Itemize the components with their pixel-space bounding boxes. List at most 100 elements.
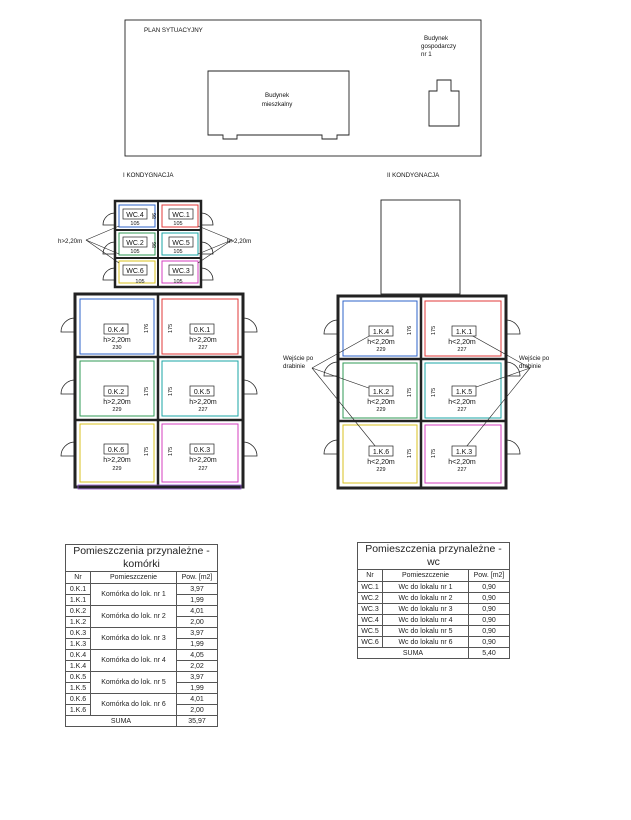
svg-text:h>2,20m: h>2,20m [103,457,131,464]
svg-text:1.K.5: 1.K.5 [456,389,472,396]
table-cell: 4,01 [176,693,218,705]
table-cell: 1.K.5 [65,682,91,694]
svg-text:105: 105 [135,279,144,285]
table-cell: 0,90 [468,614,510,626]
table-cell: WC.2 [357,592,383,604]
svg-text:0.K.5: 0.K.5 [194,389,210,396]
table-cell: WC.5 [357,625,383,637]
table-cell: 0.K.1 [65,583,91,595]
svg-text:175: 175 [168,324,174,333]
sum-label: SUMA [65,715,177,727]
table-cell: Wc do lokalu nr 2 [382,592,469,604]
svg-text:105: 105 [173,279,182,285]
table-cell: 0,90 [468,592,510,604]
entry-right-2: drabinie [519,363,542,370]
floor2-storage-block [311,294,531,490]
svg-text:227: 227 [457,407,466,413]
table-cell: Komórka do lok. nr 6 [90,693,177,716]
main-building-outline [207,70,350,140]
sum-label: SUMA [357,647,469,659]
table-cell: 4,01 [176,605,218,617]
svg-text:227: 227 [457,347,466,353]
table-cell: 0.K.3 [65,627,91,639]
svg-text:176: 176 [144,324,150,333]
svg-text:105: 105 [173,249,182,255]
table-cell: 3,97 [176,583,218,595]
header-area: Pow. [m2] [176,571,218,584]
table-cell: Wc do lokalu nr 1 [382,581,469,593]
table-cell: 0,90 [468,636,510,648]
floor1-title: I KONDYGNACJA [123,172,174,179]
room-label-1k1: 1.K.1 h<2,20m 227 175 [431,325,477,353]
wc-label-wc6: WC.6 105 [122,264,148,285]
header-area: Pow. [m2] [468,569,510,582]
svg-text:0.K.2: 0.K.2 [108,389,124,396]
svg-text:229: 229 [376,347,385,353]
wc-label-wc4: WC.4 105 [122,208,148,227]
room-label-0k6: 0.K.6 h>2,20m 229 175 [103,443,150,472]
table-cell: Komórka do lok. nr 1 [90,583,177,606]
room-label-1k4: 1.K.4 h<2,20m 229 176 [367,325,413,353]
svg-text:WC.3: WC.3 [172,268,190,275]
svg-text:h>2,20m: h>2,20m [103,337,131,344]
svg-text:229: 229 [376,467,385,473]
outbuilding-outline [428,79,460,127]
svg-text:105: 105 [130,221,139,227]
svg-text:h>2,20m: h>2,20m [103,399,131,406]
room-label-0k2: 0.K.2 h>2,20m 229 175 [103,385,150,413]
wc-label-wc2: WC.2 105 [122,236,148,255]
table-cell: 2,00 [176,616,218,628]
svg-text:0.K.6: 0.K.6 [108,447,124,454]
table-cell: WC.4 [357,614,383,626]
table-cell: 1.K.4 [65,660,91,672]
table-cell: 2,02 [176,660,218,672]
entry-left-2: drabinie [283,363,306,370]
svg-text:175: 175 [431,388,437,397]
svg-text:h<2,20m: h<2,20m [448,459,476,466]
wc-side-dim-2: 86 [152,242,158,248]
svg-text:WC.4: WC.4 [126,212,144,219]
svg-text:105: 105 [130,249,139,255]
svg-text:229: 229 [112,466,121,472]
table-cell: Komórka do lok. nr 5 [90,671,177,694]
table-cell: 0,90 [468,625,510,637]
svg-text:h<2,20m: h<2,20m [367,339,395,346]
main-building-label-1: Budynek [265,92,290,99]
svg-text:0.K.4: 0.K.4 [108,327,124,334]
svg-text:1.K.4: 1.K.4 [373,329,389,336]
svg-text:1.K.1: 1.K.1 [456,329,472,336]
svg-text:h<2,20m: h<2,20m [448,399,476,406]
svg-text:227: 227 [198,407,207,413]
svg-text:h>2,20m: h>2,20m [189,399,217,406]
svg-text:1.K.3: 1.K.3 [456,449,472,456]
table-cell: 0,90 [468,581,510,593]
table-cell: 0.K.6 [65,693,91,705]
table-cell: 3,97 [176,671,218,683]
svg-text:h<2,20m: h<2,20m [367,399,395,406]
floor2-upper-outline [380,199,461,295]
svg-text:175: 175 [431,326,437,335]
svg-text:WC.5: WC.5 [172,240,190,247]
svg-text:227: 227 [198,466,207,472]
table-cell: Wc do lokalu nr 4 [382,614,469,626]
table-cell: 3,97 [176,627,218,639]
svg-text:h<2,20m: h<2,20m [367,459,395,466]
table-wc: Pomieszczenia przynależne -wc Nr Pomiesz… [357,542,510,659]
wc-side-dim-1: 86 [152,213,158,219]
site-plan-title: PLAN SYTUACYJNY [144,27,203,34]
floor1-wc-block [85,199,233,289]
room-label-1k5: 1.K.5 h<2,20m 227 175 [431,385,477,413]
table-cell: 0.K.4 [65,649,91,661]
table-cell: 4,05 [176,649,218,661]
svg-text:WC.2: WC.2 [126,240,144,247]
svg-text:175: 175 [407,449,413,458]
height-note-left: h>2,20m [58,238,82,245]
floor2-title: II KONDYGNACJA [387,172,440,179]
table-cell: 0.K.2 [65,605,91,617]
header-room: Pomieszczenie [90,571,177,584]
svg-text:h>2,20m: h>2,20m [189,337,217,344]
table-cell: Komórka do lok. nr 2 [90,605,177,628]
svg-text:1.K.6: 1.K.6 [373,449,389,456]
svg-text:175: 175 [168,447,174,456]
